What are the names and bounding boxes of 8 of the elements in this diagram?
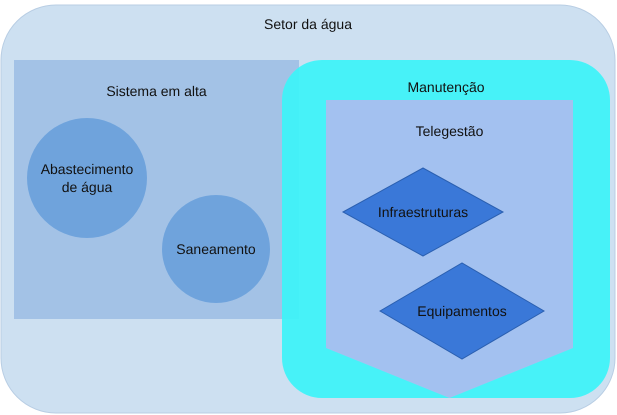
- node-label: Saneamento: [175, 240, 257, 258]
- panel-heading: Telegestão: [414, 122, 484, 140]
- panel-heading: Sistema em alta: [105, 82, 208, 100]
- panel-heading: Setor da água: [263, 15, 353, 34]
- panel-heading: Manutenção: [406, 78, 486, 96]
- node-label: Abastecimento de água: [40, 160, 134, 196]
- node-label: Infraestruturas: [376, 202, 470, 222]
- node-label: Equipamentos: [416, 302, 508, 320]
